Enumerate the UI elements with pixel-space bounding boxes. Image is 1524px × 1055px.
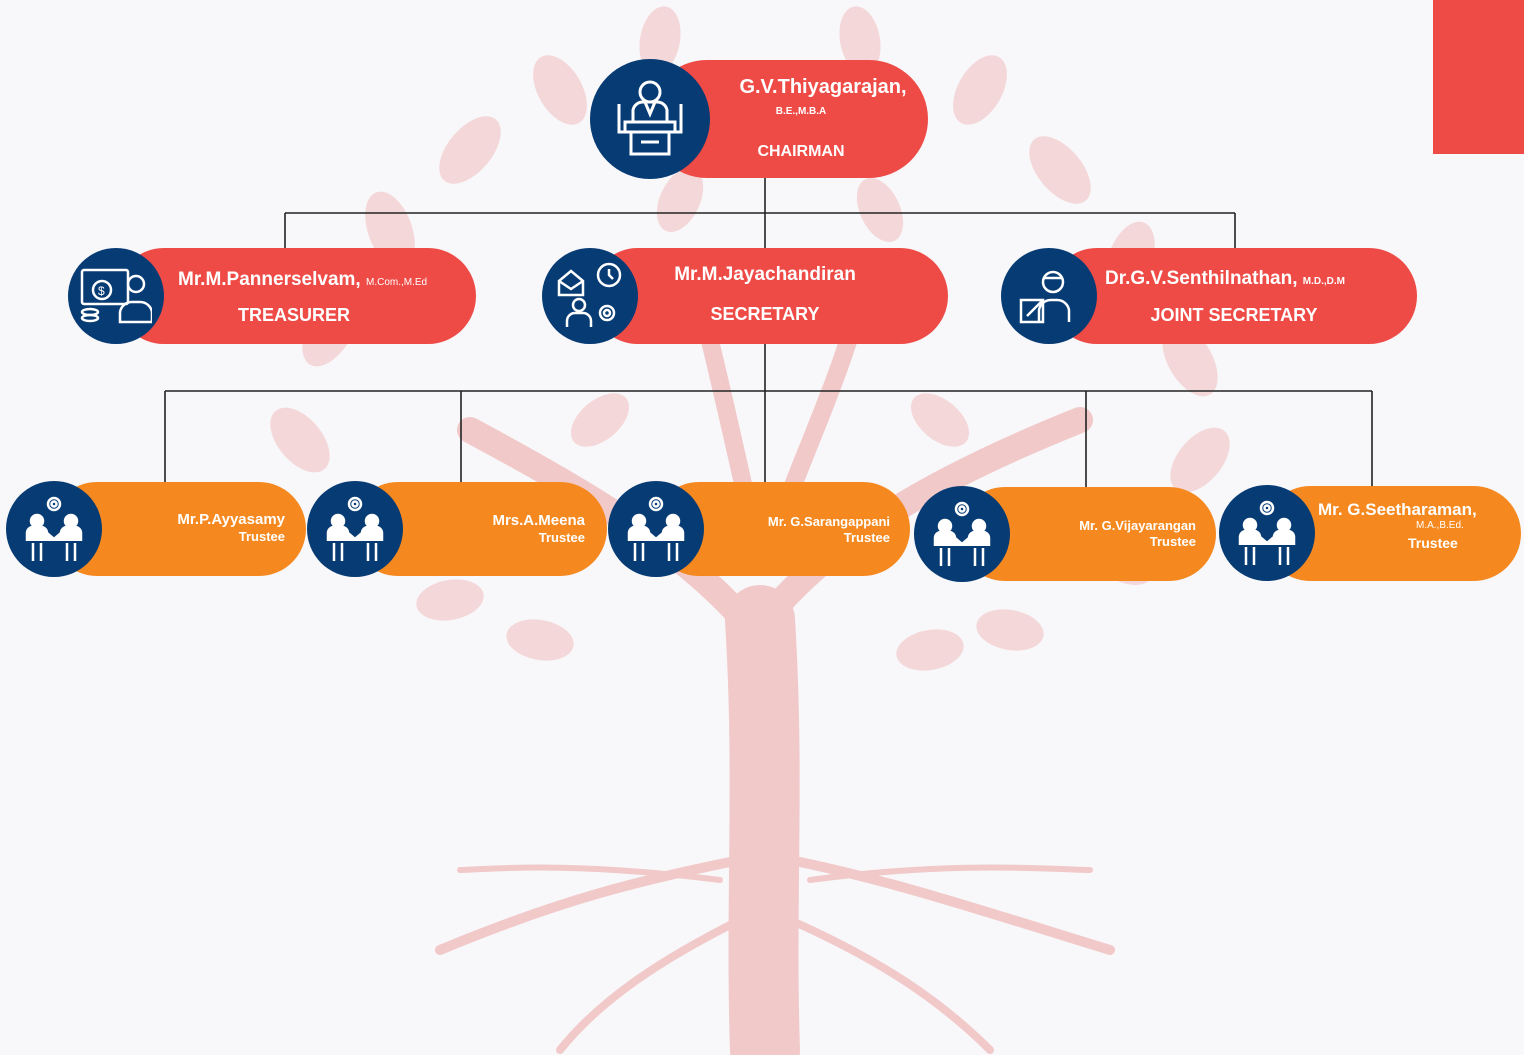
secretary-name: Mr.M.Jayachandiran <box>674 264 856 285</box>
presenter-icon <box>590 59 710 179</box>
trustee-role: Trustee <box>843 530 890 545</box>
doctor-writing-icon <box>1001 248 1097 344</box>
treasurer-node: $ Mr.M.Pannerselvam, M.Com.,M.Ed TREASUR… <box>68 248 476 344</box>
secretary-pill <box>590 248 948 344</box>
joint-secretary-node: Dr.G.V.Senthilnathan, M.D.,D.M JOINT SEC… <box>1001 248 1417 344</box>
chairman-role: CHAIRMAN <box>757 143 845 160</box>
trustee-name: Mrs.A.Meena <box>492 512 585 529</box>
svg-text:$: $ <box>98 284 105 298</box>
trustee-role: Trustee <box>1149 534 1196 549</box>
partners-icon <box>6 481 102 577</box>
treasurer-name: Mr.M.Pannerselvam, <box>178 269 361 290</box>
trustee-card: Mr. G.Seetharaman, M.A.,B.Ed. Trustee <box>1219 485 1523 582</box>
chairman-qualification: B.E.,M.B.A <box>775 106 827 117</box>
treasurer-name-line: Mr.M.Pannerselvam, M.Com.,M.Ed <box>178 269 476 291</box>
trustee-role: Trustee <box>538 530 585 545</box>
joint-secretary-name-line: Dr.G.V.Senthilnathan, M.D.,D.M <box>1105 268 1417 290</box>
trustee-role: Trustee <box>238 529 285 544</box>
joint-secretary-qualification: M.D.,D.M <box>1302 276 1346 287</box>
trustee-qualification: M.A.,B.Ed. <box>1416 520 1464 531</box>
finance-person-icon: $ <box>68 248 164 344</box>
joint-secretary-pill <box>1049 248 1417 344</box>
treasurer-role: TREASURER <box>237 305 350 325</box>
treasurer-pill <box>116 248 476 344</box>
partners-icon <box>307 481 403 577</box>
trustee-card: Mr. G.Vijayarangan Trustee <box>914 486 1216 582</box>
trustee-card: Mrs.A.Meena Trustee <box>307 481 607 577</box>
partners-icon <box>608 481 704 577</box>
partners-icon <box>914 486 1010 582</box>
secretary-role: SECRETARY <box>710 304 820 324</box>
partners-icon <box>1219 485 1315 581</box>
joint-secretary-role: JOINT SECRETARY <box>1150 305 1318 325</box>
trustee-card: Mr.P.Ayyasamy Trustee <box>6 481 306 577</box>
chairman-name: G.V.Thiyagarajan, <box>739 76 907 98</box>
joint-secretary-name: Dr.G.V.Senthilnathan, <box>1105 268 1298 289</box>
trustee-name: Mr. G.Seetharaman, <box>1318 500 1477 519</box>
trustee-name: Mr.P.Ayyasamy <box>177 511 285 528</box>
chairman-node: G.V.Thiyagarajan, B.E.,M.B.A CHAIRMAN <box>590 59 930 179</box>
treasurer-qualification: M.Com.,M.Ed <box>365 277 428 288</box>
admin-workflow-icon <box>542 248 638 344</box>
accent-block <box>1433 0 1524 154</box>
secretary-node: Mr.M.Jayachandiran SECRETARY <box>542 248 948 344</box>
trustee-name: Mr. G.Sarangappani <box>767 514 890 529</box>
trustee-role: Trustee <box>1408 535 1458 551</box>
trustee-card: Mr. G.Sarangappani Trustee <box>608 481 910 577</box>
trustee-name: Mr. G.Vijayarangan <box>1079 518 1196 533</box>
